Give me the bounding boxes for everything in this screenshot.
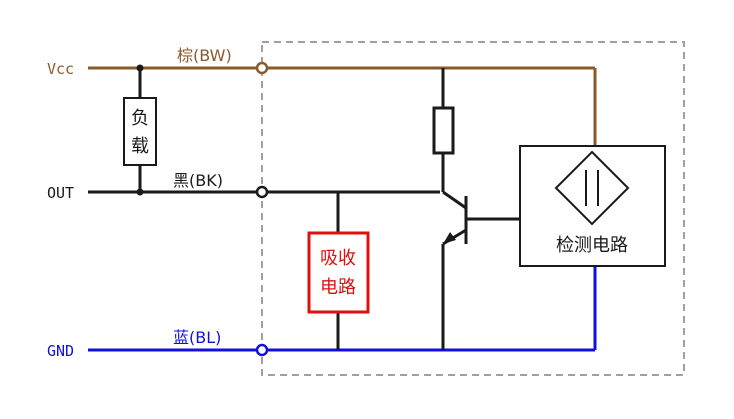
absorber-label-line1: 吸收 [320,248,356,269]
out-load-junction [136,188,144,196]
pullup-resistor-box [432,106,455,155]
black-wire-label: 黑(BK) [173,171,223,190]
npn-transistor [441,190,520,350]
load-label-line2: 载 [131,136,149,157]
out-label: OUT [47,184,74,202]
gnd-wire [88,266,597,352]
detection-circuit-label: 检测电路 [556,235,628,256]
vcc-wire [88,66,597,146]
sensor-housing-dashed-box [261,41,685,376]
absorber-circuit-box [307,231,370,314]
vcc-load-junction [136,64,144,72]
gnd-label: GND [47,342,74,360]
load-label-line1: 负 [131,108,149,129]
gnd-terminal-dot [255,343,269,357]
out-terminal-dot [255,185,269,199]
absorber-label-line2: 电路 [320,277,356,298]
vcc-label: Vcc [47,60,74,78]
blue-wire-label: 蓝(BL) [173,328,221,347]
emitter-arrow [443,232,456,244]
vcc-terminal-dot [255,61,269,75]
detection-circuit-box [519,145,666,267]
proximity-sensor-icon [554,150,630,226]
brown-wire-label: 棕(BW) [177,46,232,65]
load-resistor-box [123,97,157,166]
